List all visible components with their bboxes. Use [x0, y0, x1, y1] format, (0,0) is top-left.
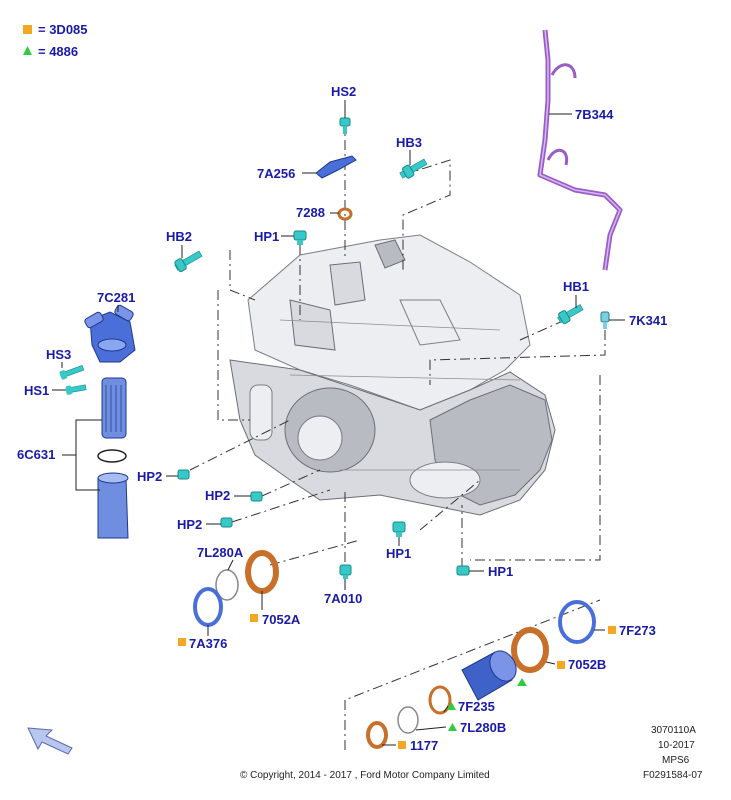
- triangle-marker-7l280b: [448, 723, 457, 731]
- label-hp2-a: HP2: [137, 469, 162, 484]
- seal-7a376: [193, 587, 223, 627]
- part-labels: HS2 HB3 7A256 7288 HB2 HP1 7C281 HS3 HS1…: [17, 84, 667, 753]
- label-hs1: HS1: [24, 383, 49, 398]
- filter-o-ring: [97, 449, 127, 463]
- label-7288: 7288: [296, 205, 325, 220]
- label-7l280b: 7L280B: [460, 720, 506, 735]
- label-hp2-c: HP2: [177, 517, 202, 532]
- square-marker-7a376: [178, 638, 186, 646]
- triangle-marker-7f235: [447, 702, 456, 710]
- leader-lines: [52, 100, 625, 746]
- label-hp1-top: HP1: [254, 229, 279, 244]
- input-shaft-housing: [409, 461, 481, 499]
- plug-hp1-low: [456, 565, 470, 576]
- ring-7f273: [558, 600, 596, 644]
- square-marker-7f273: [608, 626, 616, 634]
- sensor-7k341: [600, 311, 610, 329]
- bolt-hb3: [399, 158, 428, 179]
- label-7k341: 7K341: [629, 313, 667, 328]
- spec-markers: [178, 614, 616, 749]
- square-marker-7052b: [557, 661, 565, 669]
- label-7c281: 7C281: [97, 290, 135, 305]
- dipstick-tube-7b344: [537, 29, 623, 271]
- transmission-casing: [229, 234, 556, 516]
- seal-7l280a: [215, 569, 239, 601]
- label-hs2: HS2: [331, 84, 356, 99]
- label-hp2-b: HP2: [205, 488, 230, 503]
- meta-model: MPS6: [662, 755, 690, 766]
- label-7052a: 7052A: [262, 612, 301, 627]
- meta-date: 10-2017: [658, 740, 695, 751]
- label-1177: 1177: [410, 738, 438, 753]
- meta-figure: F0291584-07: [643, 770, 703, 781]
- legend-triangle-text: = 4886: [38, 44, 78, 59]
- label-hb3: HB3: [396, 135, 422, 150]
- figure-meta: 3070110A 10-2017 MPS6 F0291584-07 © Copy…: [240, 725, 703, 781]
- label-7f273: 7F273: [619, 623, 656, 638]
- sleeve-4886: [461, 650, 517, 701]
- label-hp1-mid: HP1: [386, 546, 411, 561]
- plug-hp2-a: [177, 469, 190, 480]
- plug-hp1-mid: [392, 521, 406, 537]
- label-6c631: 6C631: [17, 447, 55, 462]
- seal-1177: [366, 721, 388, 749]
- washer-7288: [337, 207, 353, 221]
- plug-hp2-b: [250, 491, 263, 502]
- plug-hp1-top: [293, 230, 307, 245]
- meta-code: 3070110A: [651, 725, 696, 736]
- square-marker-7052a: [250, 614, 258, 622]
- legend-square-icon: [23, 25, 32, 34]
- bolt-hb2: [174, 250, 203, 273]
- legend: = 3D085 = 4886: [23, 22, 88, 59]
- bolt-hs1: [65, 384, 87, 395]
- bolt-hb1: [557, 304, 584, 325]
- fasteners: [59, 117, 610, 579]
- label-hs3: HS3: [46, 347, 71, 362]
- seal-7052a: [245, 550, 279, 594]
- label-7a376: 7A376: [189, 636, 227, 651]
- bracket-7a256: [315, 155, 357, 179]
- label-7a010: 7A010: [324, 591, 362, 606]
- plug-7a010: [339, 564, 352, 579]
- copyright: © Copyright, 2014 - 2017 , Ford Motor Co…: [240, 770, 490, 781]
- label-7b344: 7B344: [575, 107, 614, 122]
- bolt-hs2: [339, 117, 351, 134]
- plug-hp2-c: [220, 517, 233, 528]
- label-7l280a: 7L280A: [197, 545, 244, 560]
- label-hp1-low: HP1: [488, 564, 513, 579]
- label-7a256: 7A256: [257, 166, 295, 181]
- label-7f235: 7F235: [458, 699, 495, 714]
- label-hb1: HB1: [563, 279, 589, 294]
- seal-7l280b: [397, 706, 419, 734]
- label-7052b: 7052B: [568, 657, 606, 672]
- nav-arrow-icon[interactable]: [27, 727, 73, 755]
- legend-triangle-icon: [23, 46, 32, 55]
- bolt-hs3: [59, 365, 85, 380]
- legend-square-text: = 3D085: [38, 22, 88, 37]
- triangle-marker-sleeve: [517, 678, 527, 686]
- filter-boss: [249, 384, 273, 441]
- filter-housing-7c281: [84, 304, 136, 363]
- snap-ring-7f235: [428, 685, 452, 715]
- label-hb2: HB2: [166, 229, 192, 244]
- seal-7052b: [511, 627, 549, 673]
- filter-kit-6c631: [75, 377, 129, 539]
- square-marker-1177: [398, 741, 406, 749]
- assembly-lines: [189, 120, 606, 750]
